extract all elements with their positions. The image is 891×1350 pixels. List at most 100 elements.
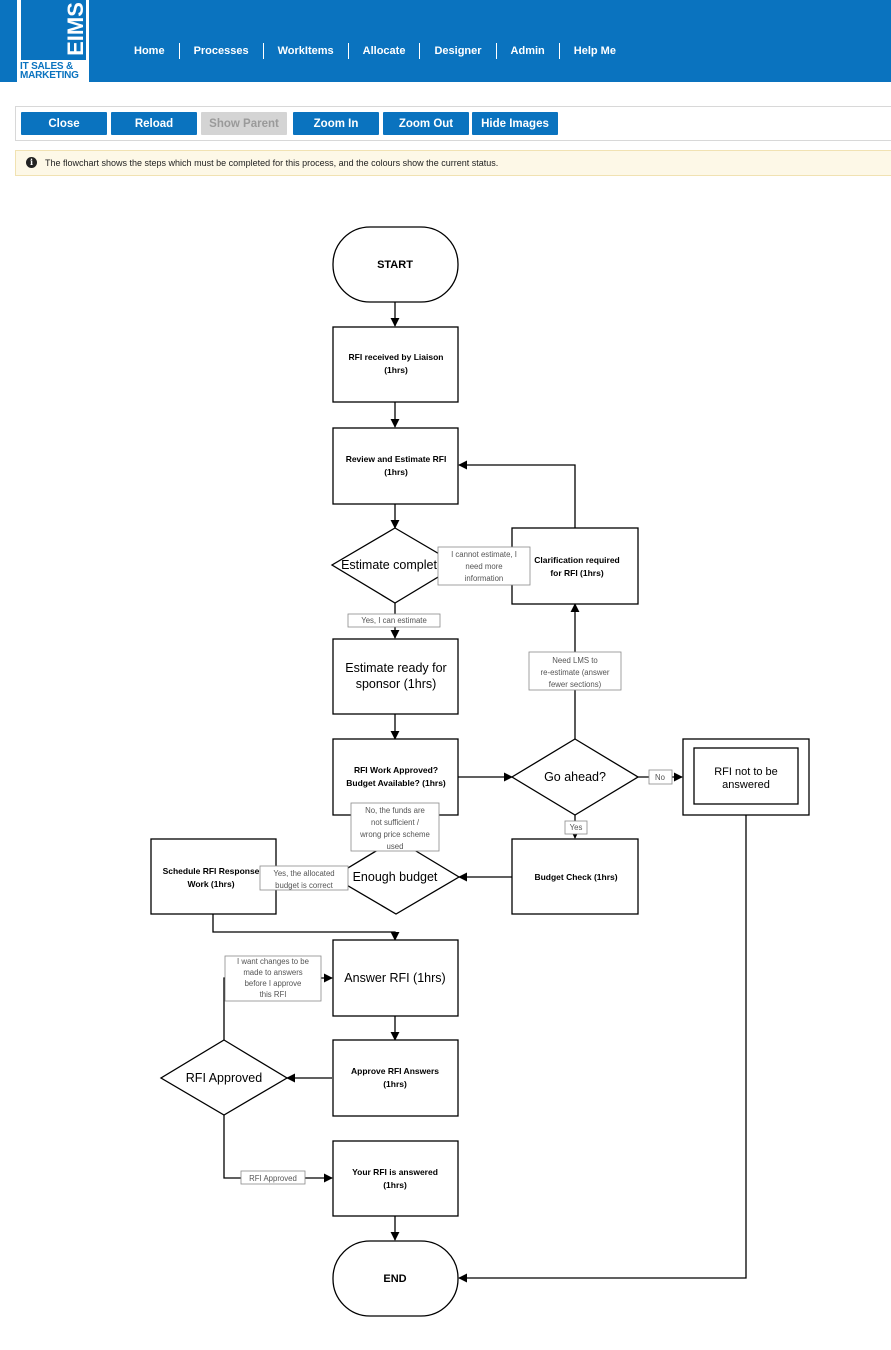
review-estimate-line1: Review and Estimate RFI [346, 454, 447, 464]
logo-box: EIMS [21, 0, 88, 60]
connector [223, 1115, 333, 1183]
label-box [224, 955, 322, 1002]
yes-label: Yes [570, 823, 583, 832]
estimate-complete-label: Estimate complet [341, 558, 437, 572]
nav-processes[interactable]: Processes [193, 45, 249, 57]
zoom-out-button[interactable]: Zoom Out [383, 112, 469, 135]
connector [458, 815, 747, 1283]
nav-home[interactable]: Home [134, 45, 165, 57]
label-box [350, 802, 440, 852]
rfi-answered-line1: Your RFI is answered [352, 1167, 438, 1177]
nav-separator [262, 43, 264, 59]
nav-separator [495, 43, 497, 59]
cannot-estimate-line1: I cannot estimate, I [451, 550, 517, 559]
approve-answers-line1: Approve RFI Answers [351, 1066, 439, 1076]
need-lms-line3: fewer sections) [549, 680, 602, 689]
cannot-estimate-line3: information [465, 574, 504, 583]
info-banner: i The flowchart shows the steps which mu… [15, 150, 891, 176]
hide-images-button[interactable]: Hide Images [472, 112, 558, 135]
approve-answers-line2: (1hrs) [383, 1079, 407, 1089]
estimate-ready-line2: sponsor (1hrs) [356, 677, 437, 691]
logo-subtitle: IT SALES & MARKETING [20, 61, 79, 81]
close-button[interactable]: Close [21, 112, 107, 135]
step-not-answered-inner [693, 747, 799, 805]
enough-budget-label: Enough budget [353, 870, 438, 884]
decision-go-ahead[interactable] [510, 738, 640, 816]
end-terminal[interactable] [332, 1240, 459, 1317]
nav-separator [347, 43, 349, 59]
funds-insufficient-line4: used [387, 842, 404, 851]
decision-estimate-complete[interactable] [330, 527, 460, 604]
step-review-estimate[interactable] [332, 427, 459, 505]
step-work-approved[interactable] [332, 738, 459, 816]
answer-rfi-label: Answer RFI (1hrs) [344, 971, 445, 985]
logo-subtitle-line1: IT SALES & [20, 61, 74, 72]
step-clarification[interactable] [511, 527, 639, 605]
reload-button[interactable]: Reload [111, 112, 197, 135]
step-rfi-received[interactable] [332, 326, 459, 403]
label-box [648, 769, 673, 785]
no-label: No [655, 773, 666, 782]
cannot-estimate-line2: need more [465, 562, 502, 571]
step-not-answered[interactable] [682, 738, 810, 816]
want-changes-line1: I want changes to be [237, 957, 309, 966]
rfi-approved-label: RFI Approved [249, 1174, 297, 1183]
work-approved-line2: Budget Available? (1hrs) [346, 778, 446, 788]
connector [458, 460, 576, 528]
end-label: END [383, 1273, 406, 1285]
step-answer-rfi[interactable] [332, 939, 459, 1017]
show-parent-button[interactable]: Show Parent [201, 112, 287, 135]
step-budget-check[interactable] [511, 838, 639, 915]
funds-insufficient-line2: not sufficient / [371, 818, 420, 827]
nav-workitems[interactable]: WorkItems [277, 45, 334, 57]
logo-subtitle-line2: MARKETING [20, 70, 79, 81]
not-answered-line2: answered [722, 779, 770, 791]
want-changes-line4: this RFI [260, 990, 287, 999]
connector [212, 914, 400, 941]
estimate-ready-line1: Estimate ready for [345, 661, 446, 675]
step-approve-answers[interactable] [332, 1039, 459, 1117]
start-label: START [377, 259, 413, 271]
eims-logo[interactable]: EIMS IT SALES & MARKETING [17, 0, 89, 82]
clarification-line2: for RFI (1hrs) [550, 568, 604, 578]
rfi-received-line2: (1hrs) [384, 365, 408, 375]
funds-insufficient-line1: No, the funds are [365, 806, 425, 815]
review-estimate-line2: (1hrs) [384, 467, 408, 477]
nav-admin[interactable]: Admin [510, 45, 545, 57]
label-box [437, 546, 531, 586]
nav-designer[interactable]: Designer [434, 45, 482, 57]
want-changes-line2: made to answers [243, 968, 302, 977]
label-box [564, 820, 588, 835]
toolbar: Close Reload Show Parent Zoom In Zoom Ou… [15, 106, 891, 141]
step-estimate-ready[interactable] [332, 638, 459, 715]
app-header: EIMS IT SALES & MARKETING Home Processes… [0, 0, 891, 82]
not-answered-line1: RFI not to be [714, 766, 778, 778]
rfi-received-line1: RFI received by Liaison [349, 352, 444, 362]
decision-rfi-approved[interactable] [159, 1039, 289, 1116]
zoom-in-button[interactable]: Zoom In [293, 112, 379, 135]
start-terminal[interactable] [332, 226, 459, 303]
need-lms-line2: re-estimate (answer [541, 668, 610, 677]
label-box [259, 865, 349, 891]
rfi-approved-decision-label: RFI Approved [186, 1071, 262, 1085]
step-schedule-work[interactable] [150, 838, 277, 915]
schedule-work-line2: Work (1hrs) [187, 879, 234, 889]
want-changes-line3: before I approve [245, 979, 302, 988]
nav-separator [178, 43, 180, 59]
schedule-work-line1: Schedule RFI Response [163, 866, 260, 876]
need-lms-line1: Need LMS to [552, 656, 598, 665]
decision-enough-budget[interactable] [331, 838, 461, 915]
info-icon: i [26, 157, 37, 168]
nav-allocate[interactable]: Allocate [362, 45, 406, 57]
label-box [240, 1170, 306, 1185]
step-rfi-answered[interactable] [332, 1140, 459, 1217]
label-box [528, 651, 622, 691]
funds-insufficient-line3: wrong price scheme [359, 830, 430, 839]
label-box [347, 613, 441, 628]
rfi-answered-line2: (1hrs) [383, 1180, 407, 1190]
nav-help-me[interactable]: Help Me [573, 45, 616, 57]
nav-separator [558, 43, 560, 59]
work-approved-line1: RFI Work Approved? [354, 765, 438, 775]
can-estimate-label: Yes, I can estimate [361, 616, 427, 625]
